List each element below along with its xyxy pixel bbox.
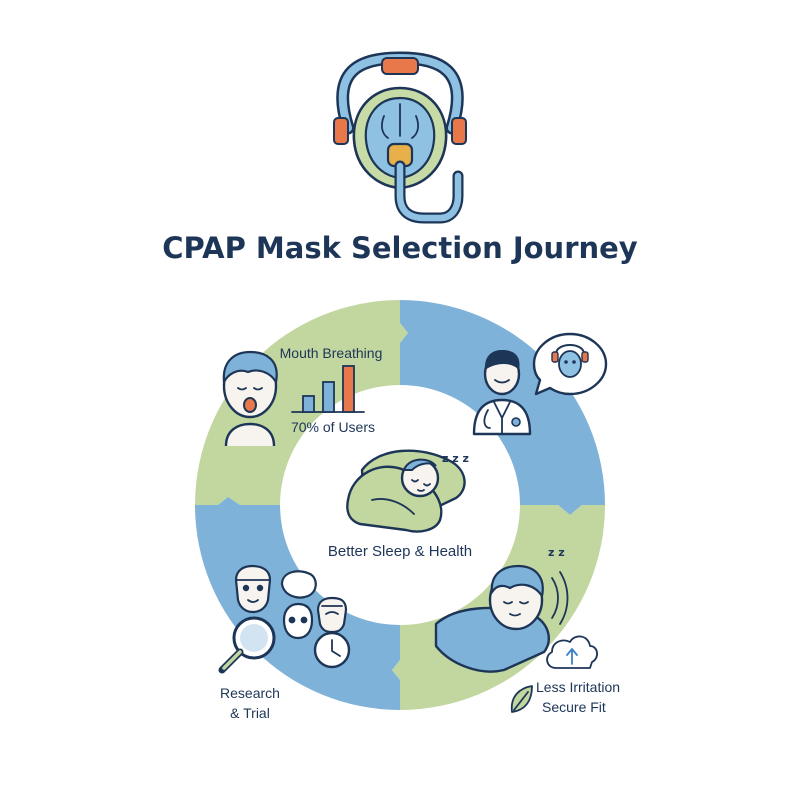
segment-comfort-label-2: Secure Fit <box>542 699 606 715</box>
magnifier-icon <box>218 616 276 674</box>
center-label: Better Sleep & Health <box>328 543 472 560</box>
clock-icon <box>313 631 351 669</box>
bar-chart-icon <box>291 365 365 413</box>
segment-research-label-2: & Trial <box>230 705 270 721</box>
leaf-icon <box>510 685 533 713</box>
comfort-zzz: z z <box>548 546 565 559</box>
doctor-icon <box>472 350 532 436</box>
hybrid-mask-icon <box>316 596 348 634</box>
cpap-mask-icon <box>333 51 467 224</box>
cloud-upload-icon <box>546 635 598 669</box>
segment-mouth-breathing <box>195 300 408 505</box>
full-face-mask-icon <box>234 564 272 614</box>
mask-variety-icons <box>234 564 348 640</box>
nasal-mask-icon <box>282 602 314 640</box>
nasal-pillow-icon <box>280 570 317 599</box>
sleeping-child-icon: z z z <box>346 449 469 533</box>
segment-mouth-breathing-label: Mouth Breathing <box>280 345 383 361</box>
speech-bubble-mask-icon <box>532 332 608 396</box>
page-title: CPAP Mask Selection Journey <box>162 231 638 265</box>
segment-mouth-breathing-caption: 70% of Users <box>291 419 375 435</box>
sleeping-person-icon: z z <box>434 546 569 673</box>
center-zzz: z z z <box>442 452 469 465</box>
segment-research-label-1: Research <box>220 685 280 701</box>
segment-comfort-label-1: Less Irritation <box>536 679 620 695</box>
face-mouth-open-icon <box>222 350 278 447</box>
